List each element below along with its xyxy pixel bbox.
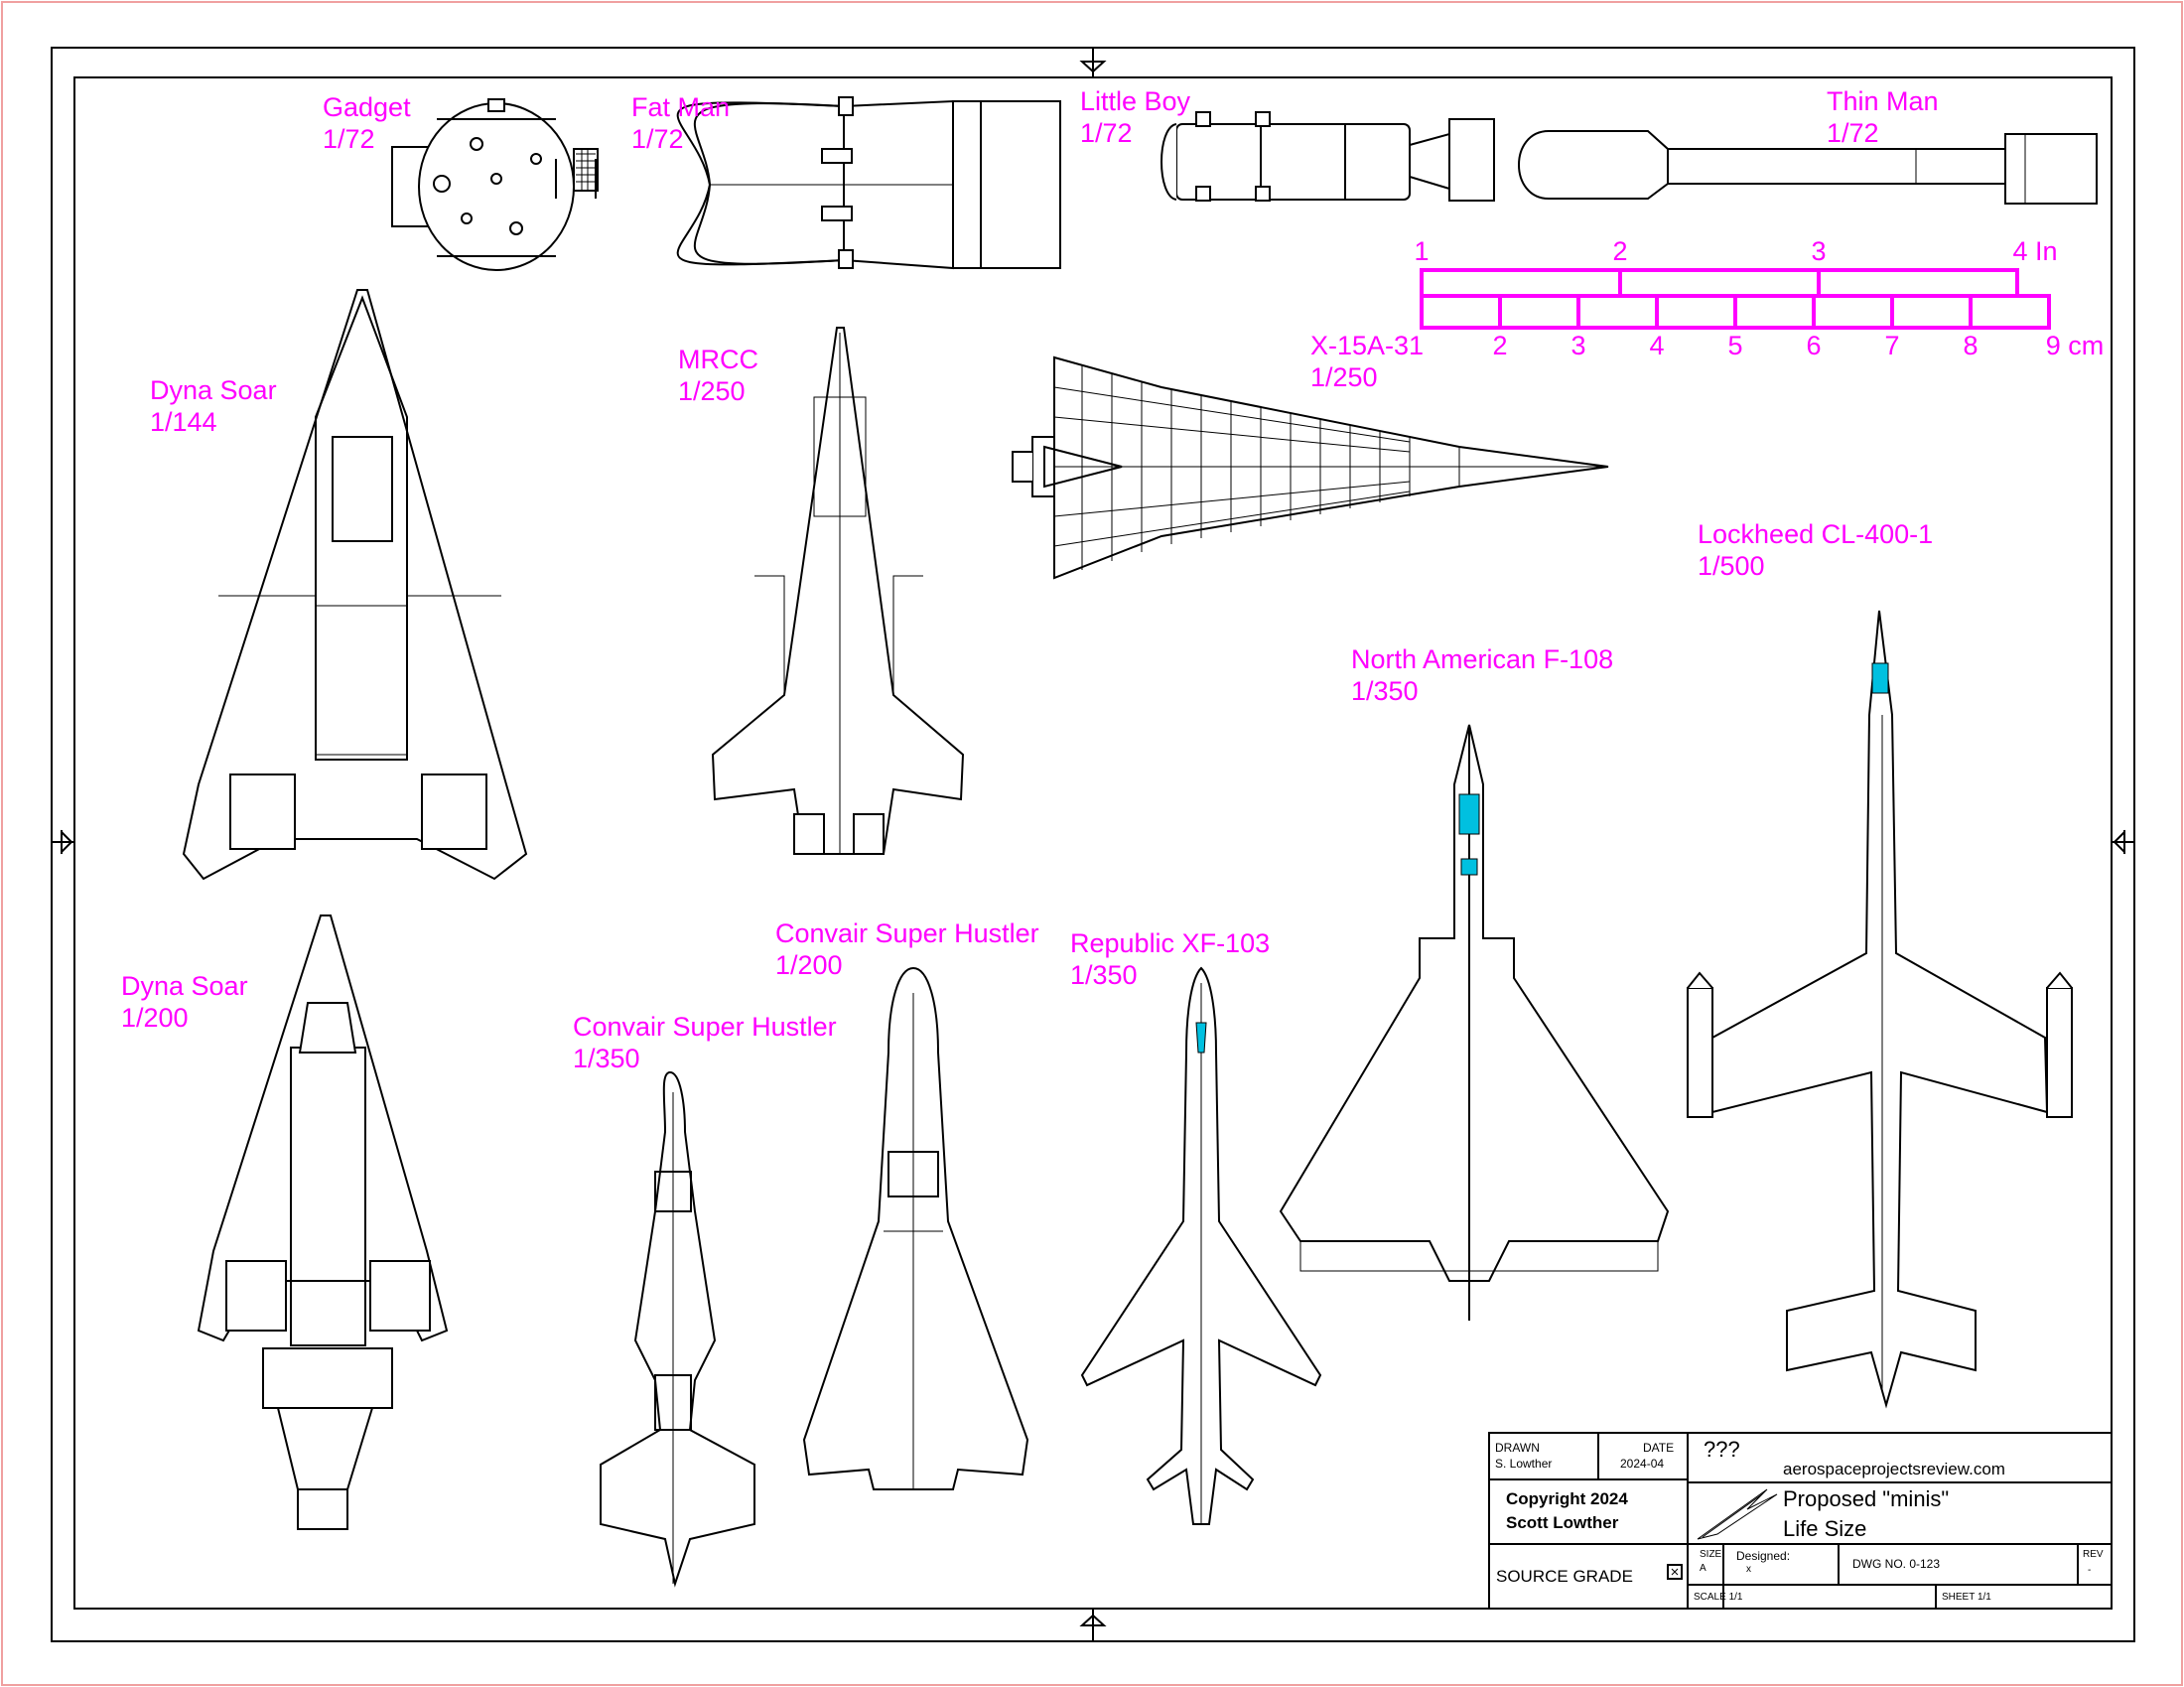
dwg-number: DWG NO. 0-123 [1852,1557,1941,1571]
scale-cm-9: 9 cm [2045,331,2105,360]
x15a31-grid [1053,365,1411,570]
lockheed-name: Lockheed CL-400-1 [1698,519,1934,549]
gadget-grid [576,149,596,191]
title-line2: Life Size [1783,1516,1867,1541]
dyna-soar-200-drawing [197,914,449,1530]
scale-cm-6: 6 [1806,331,1822,360]
little-boy-name: Little Boy [1080,86,1191,116]
gadget-scale: 1/72 [323,124,375,154]
xf103-name: Republic XF-103 [1070,928,1271,958]
date-label: DATE [1643,1441,1675,1455]
f108-name: North American F-108 [1351,644,1614,674]
title-block [1488,1432,2113,1610]
scale-cm-7: 7 [1884,331,1900,360]
designed-value: x [1746,1564,1751,1575]
xf103-drawing [1080,966,1322,1525]
fat-man-drawing [676,96,1061,270]
scale-inch-2: 2 [1612,236,1628,266]
date-value: 2024-04 [1620,1457,1665,1471]
unknown-text: ??? [1704,1437,1740,1462]
hustler-350-scale: 1/350 [573,1044,640,1073]
fat-man-scale: 1/72 [631,124,684,154]
drawn-label: DRAWN [1495,1441,1540,1455]
thin-man-drawing [1518,130,2098,205]
lockheed-scale: 1/500 [1698,551,1765,581]
sheet-text: SHEET 1/1 [1942,1592,1991,1603]
website-text: aerospaceprojectsreview.com [1783,1460,2005,1478]
size-label: SIZE [1700,1549,1722,1560]
scale-bar [1420,268,2051,330]
dyna-soar-200-scale: 1/200 [121,1003,189,1033]
f108-scale: 1/350 [1351,676,1419,706]
copyright-line2: Scott Lowther [1506,1513,1619,1532]
mrcc-scale: 1/250 [678,376,746,406]
lockheed-drawing [1687,610,2073,1409]
gadget-name: Gadget [323,92,411,122]
f108-canopy-rear [1460,858,1478,876]
x15a31-name: X-15A-31 [1310,331,1425,360]
hustler-350-name: Convair Super Hustler [573,1012,837,1042]
xf103-scale: 1/350 [1070,960,1138,990]
x15a31-drawing [1012,355,1609,580]
dyna-soar-200-name: Dyna Soar [121,971,248,1001]
scale-cm-3: 3 [1570,331,1586,360]
hustler-200-name: Convair Super Hustler [775,918,1039,948]
title-block-logo [1697,1488,1778,1540]
rev-value: - [2088,1565,2092,1576]
scale-cm-8: 8 [1963,331,1979,360]
dyna-soar-144-scale: 1/144 [150,407,217,437]
drawn-value: S. Lowther [1495,1457,1553,1471]
scale-inch-4: 4 In [2012,236,2058,266]
scale-cm-4: 4 [1649,331,1665,360]
scale-inch-3: 3 [1811,236,1827,266]
hustler-350-drawing [600,1070,755,1588]
hustler-200-scale: 1/200 [775,950,843,980]
mrcc-name: MRCC [678,345,758,374]
mrcc-drawing [711,327,965,855]
little-boy-drawing [1160,111,1495,202]
x15a31-scale: 1/250 [1310,362,1378,392]
size-value: A [1700,1563,1706,1574]
thin-man-name: Thin Man [1827,86,1939,116]
thin-man-scale: 1/72 [1827,118,1879,148]
gadget-drawing [391,98,599,271]
copyright-line1: Copyright 2024 [1506,1489,1628,1508]
source-grade: SOURCE GRADE [1496,1567,1633,1586]
hustler-200-drawing [802,966,1029,1490]
lockheed-canopy [1871,662,1889,694]
title-line1: Proposed "minis" [1783,1486,1950,1511]
scale-text: SCALE 1/1 [1694,1592,1743,1603]
designed-label: Designed: [1736,1549,1791,1563]
scale-cm-5: 5 [1727,331,1743,360]
center-marks [52,48,2134,1641]
dyna-soar-144-drawing [182,289,528,881]
dyna-soar-144-name: Dyna Soar [150,375,277,405]
little-boy-scale: 1/72 [1080,118,1133,148]
scale-cm-2: 2 [1492,331,1508,360]
scale-inch-1: 1 [1414,236,1430,266]
rev-label: REV [2083,1549,2104,1560]
f108-canopy [1458,793,1480,835]
fat-man-name: Fat Man [631,92,731,122]
